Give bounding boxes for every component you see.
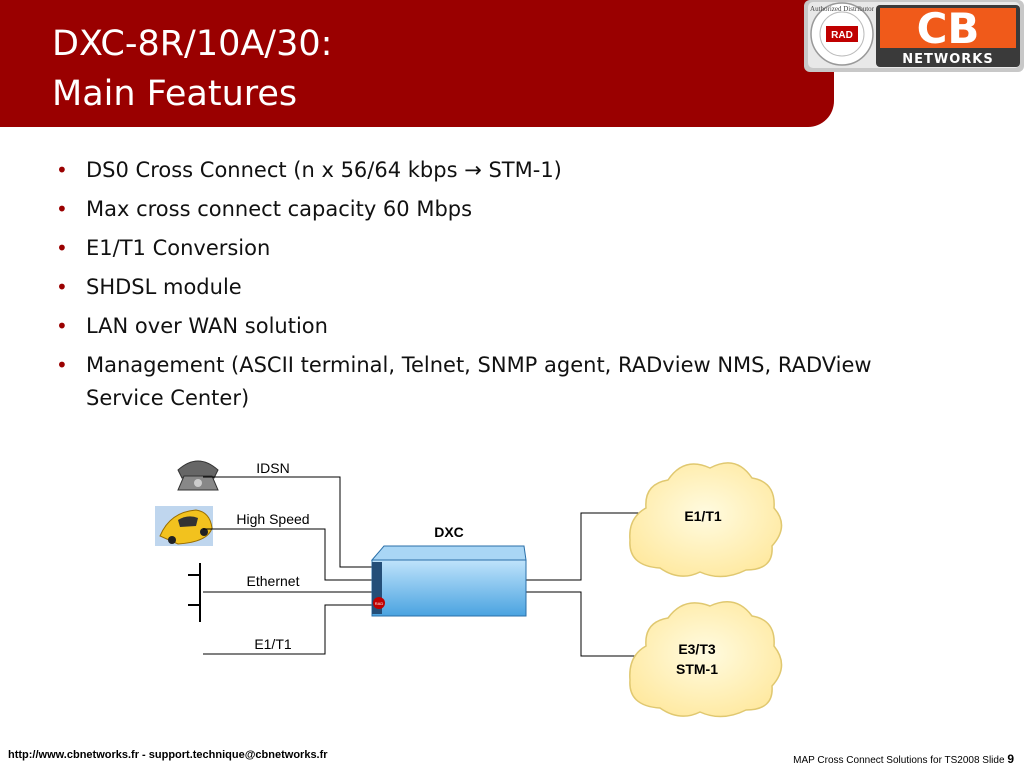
high-speed-link [203, 528, 372, 581]
cloud2-label-line2: STM-1 [676, 661, 718, 677]
cb-networks-logo: RAD Authorized Distributor CB NETWORKS [804, 0, 1024, 72]
cloud2-label-line1: E3/T3 [678, 641, 716, 657]
authorized-distributor-seal: RAD Authorized Distributor [810, 2, 875, 66]
title-bar: DXC-8R/10A/30: Main Features [0, 0, 834, 127]
e1t1-network-cloud [629, 462, 783, 578]
connection-lines [203, 476, 644, 657]
e1t1-input-link [203, 604, 372, 655]
cloud1-label: E1/T1 [684, 508, 722, 524]
feature-item: Management (ASCII terminal, Telnet, SNMP… [56, 349, 916, 415]
label-high-speed: High Speed [236, 511, 309, 527]
device-rad-badge: RAD [375, 601, 384, 606]
cb-logo-text: CB [917, 4, 980, 53]
feature-list: DS0 Cross Connect (n x 56/64 kbps → STM-… [56, 154, 916, 421]
footer-title: MAP Cross Connect Solutions for TS2008 S… [793, 755, 1005, 766]
feature-item: Max cross connect capacity 60 Mbps [56, 193, 916, 226]
label-ethernet: Ethernet [247, 573, 300, 589]
rad-logo-text: RAD [831, 30, 853, 41]
sports-car-icon [155, 506, 213, 546]
feature-item: E1/T1 Conversion [56, 232, 916, 265]
cloud1-link [526, 512, 644, 581]
footer-slide-info: MAP Cross Connect Solutions for TS2008 S… [793, 752, 1014, 766]
slide-number: 9 [1007, 752, 1014, 766]
seal-text: Authorized Distributor [810, 5, 875, 13]
idsn-link [203, 476, 372, 568]
feature-item: SHDSL module [56, 271, 916, 304]
feature-item: LAN over WAN solution [56, 310, 916, 343]
ethernet-bus-icon [188, 563, 201, 622]
feature-item: DS0 Cross Connect (n x 56/64 kbps → STM-… [56, 154, 916, 187]
cloud2-link [526, 591, 644, 657]
slide-title-line2: Main Features [52, 74, 298, 114]
network-diagram: IDSN High Speed Ethernet E1/T1 RAD DXC E… [155, 460, 783, 718]
slide-title-line1: DXC-8R/10A/30: [52, 24, 333, 64]
telephone-icon [177, 460, 219, 491]
label-e1t1-input: E1/T1 [254, 636, 292, 652]
dxc-device: RAD [370, 545, 527, 617]
e3t3-stm1-network-cloud [629, 601, 783, 718]
label-dxc: DXC [434, 524, 464, 540]
label-idsn: IDSN [256, 460, 289, 476]
networks-logo-text: NETWORKS [902, 52, 993, 67]
footer-contact: http://www.cbnetworks.fr - support.techn… [8, 749, 328, 761]
